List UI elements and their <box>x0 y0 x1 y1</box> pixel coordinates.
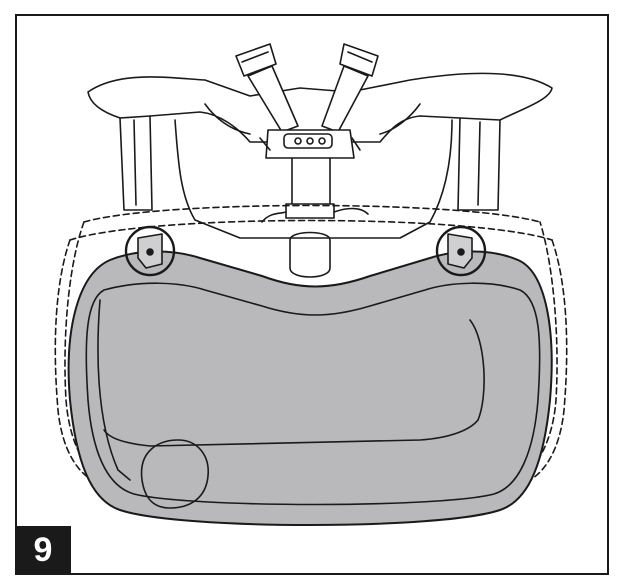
tray <box>67 250 553 526</box>
left-frame <box>119 115 153 211</box>
center-post <box>289 231 331 278</box>
left-clip-detail <box>124 225 176 277</box>
right-frame <box>457 117 501 211</box>
left-shoulder-strap <box>235 43 299 133</box>
seat-cushion <box>87 72 553 143</box>
crotch-strap <box>291 157 331 209</box>
right-shoulder-strap <box>321 43 379 133</box>
right-clip-detail <box>435 225 487 277</box>
cup-holder <box>140 439 209 509</box>
harness-buckle <box>259 129 361 159</box>
step-number-badge: 9 <box>15 526 71 575</box>
step-number: 9 <box>33 531 53 569</box>
tray-inner-rim <box>85 282 541 506</box>
seat-back <box>174 119 453 239</box>
